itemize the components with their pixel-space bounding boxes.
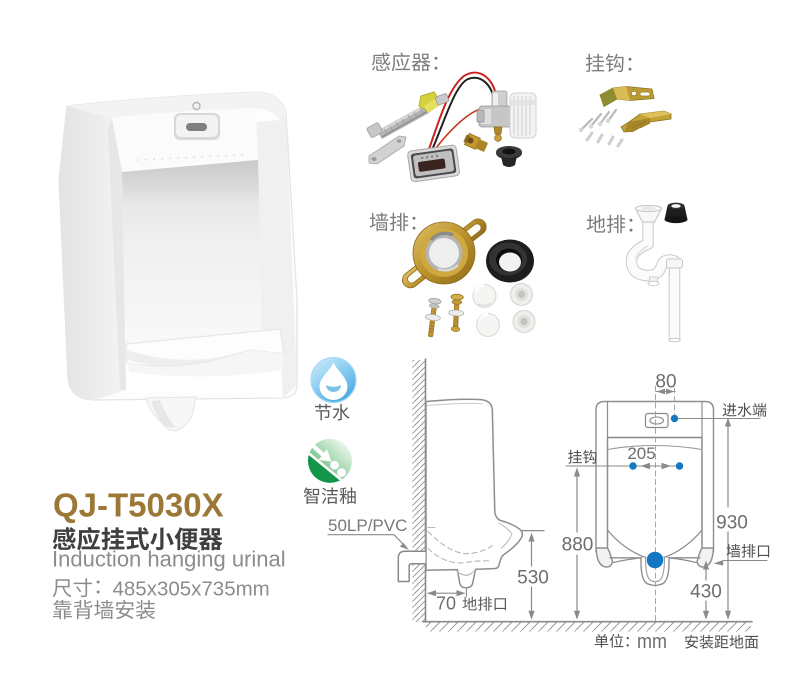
svg-text:Induction hanging urinal: Induction hanging urinal [52, 547, 286, 572]
svg-text:mm: mm [637, 630, 667, 653]
svg-text:70: 70 [436, 594, 456, 614]
svg-text:430: 430 [690, 582, 722, 603]
svg-text:205: 205 [627, 444, 655, 463]
svg-text:80: 80 [655, 372, 676, 393]
svg-text:QJ-T5030X: QJ-T5030X [53, 487, 224, 524]
svg-text:530: 530 [517, 568, 549, 589]
svg-text:930: 930 [716, 513, 748, 534]
svg-text:50LP/PVC: 50LP/PVC [328, 516, 407, 535]
svg-text:880: 880 [562, 535, 594, 556]
svg-text:485x305x735mm: 485x305x735mm [113, 578, 270, 601]
